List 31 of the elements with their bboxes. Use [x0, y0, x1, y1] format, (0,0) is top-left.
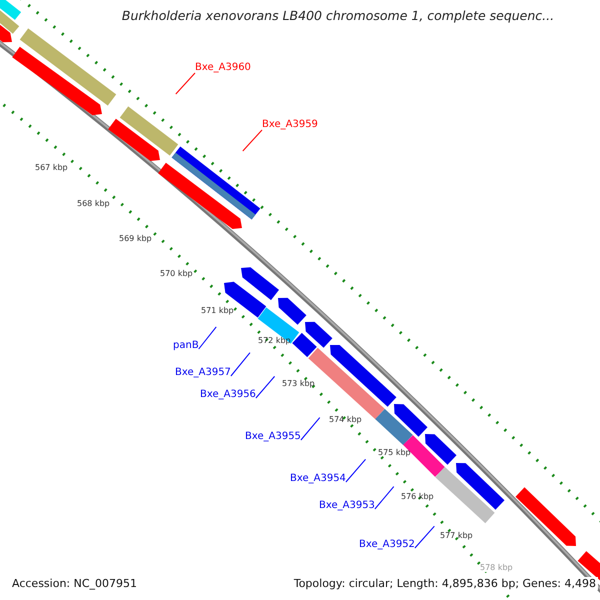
- gene-label: Bxe_A3956: [200, 390, 256, 400]
- leader-line: [198, 326, 217, 350]
- scale-label: 574 kbp: [329, 416, 362, 424]
- gene-label: Bxe_A3957: [175, 368, 231, 378]
- scale-label: 567 kbp: [35, 164, 68, 172]
- leader-line: [255, 376, 276, 398]
- leader-line: [242, 130, 262, 152]
- scale-label: 571 kbp: [201, 307, 234, 315]
- leader-line: [374, 486, 394, 510]
- scale-label: 568 kbp: [77, 200, 110, 208]
- leader-line: [300, 417, 320, 440]
- gene-label: Bxe_A3960: [195, 63, 251, 73]
- gene-label: Bxe_A3952: [359, 540, 415, 550]
- gene-label: panB: [173, 341, 199, 351]
- leader-line: [345, 458, 366, 482]
- scale-label: 578 kbp: [480, 564, 513, 572]
- leader-line: [175, 72, 196, 94]
- leader-line: [414, 526, 435, 548]
- gene-label: Bxe_A3953: [319, 501, 375, 511]
- scale-label: 577 kbp: [440, 532, 473, 540]
- scale-label: 570 kbp: [160, 270, 193, 278]
- scale-label: 573 kbp: [282, 380, 315, 388]
- scale-label: 576 kbp: [401, 493, 434, 501]
- gene-label: Bxe_A3959: [262, 120, 318, 130]
- gene-label: Bxe_A3954: [290, 474, 346, 484]
- topology-text: Topology: circular; Length: 4,895,836 bp; Genes: 4,498: [292, 577, 598, 590]
- leader-line: [230, 352, 250, 376]
- scale-label: 569 kbp: [119, 235, 152, 243]
- scale-label: 575 kbp: [378, 449, 411, 457]
- map-title: Burkholderia xenovorans LB400 chromosome 1, complete sequenc...: [120, 10, 556, 22]
- gene-label: Bxe_A3955: [245, 432, 301, 442]
